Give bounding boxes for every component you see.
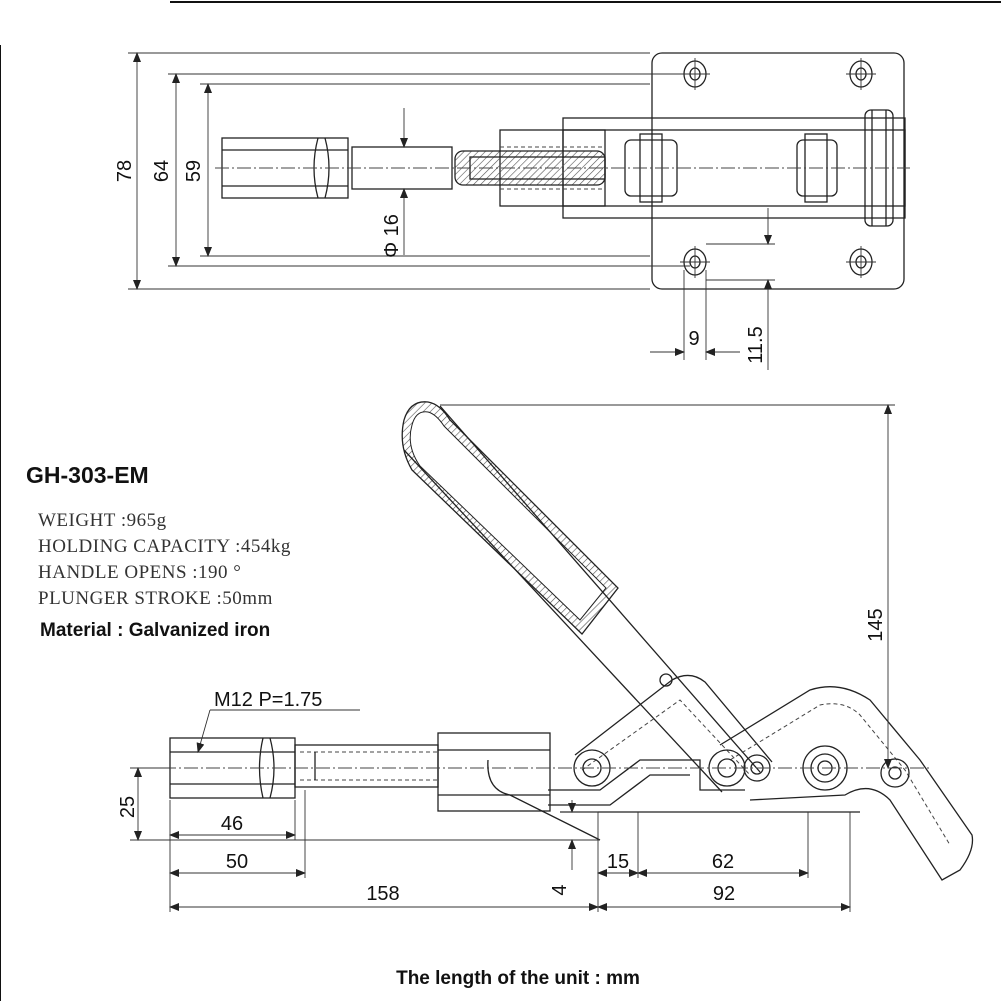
model-title: GH-303-EM — [26, 462, 149, 488]
side-view: M12 P=1.75 145 25 46 50 158 4 15 — [117, 401, 974, 912]
spec-stroke: PLUNGER STROKE :50mm — [38, 588, 273, 609]
dim-25: 25 — [117, 796, 139, 818]
spec-block: GH-303-EM WEIGHT :965g HOLDING CAPACITY … — [26, 462, 291, 641]
dim-46: 46 — [221, 813, 243, 835]
spec-capacity: HOLDING CAPACITY :454kg — [38, 536, 291, 557]
unit-footer: The length of the unit : mm — [396, 968, 640, 989]
dim-50: 50 — [226, 851, 248, 873]
grease-fitting — [659, 673, 673, 687]
dim-145: 145 — [865, 608, 887, 641]
dim-4: 4 — [549, 884, 571, 895]
dim-62: 62 — [712, 851, 734, 873]
arm-link — [574, 674, 773, 763]
top-view: 78 64 59 Φ 16 9 11.5 — [114, 52, 910, 370]
dim-15: 15 — [607, 851, 629, 873]
dim-11-5: 11.5 — [745, 326, 767, 363]
dim-78: 78 — [114, 160, 136, 182]
spec-weight: WEIGHT :965g — [38, 510, 167, 531]
dim-59: 59 — [183, 160, 205, 182]
spec-handle: HANDLE OPENS :190 ° — [38, 562, 241, 583]
lower-arm — [719, 686, 974, 881]
dim-phi-16: Φ 16 — [381, 214, 403, 258]
plunger-shaft-side — [294, 744, 439, 788]
handle — [401, 401, 761, 793]
base-plate — [651, 52, 905, 290]
material-label: Material : Galvanized iron — [40, 620, 270, 641]
dim-64: 64 — [151, 160, 173, 182]
dim-92: 92 — [713, 883, 735, 905]
dim-9: 9 — [688, 328, 699, 350]
dim-158: 158 — [366, 883, 399, 905]
mounting-holes — [680, 58, 876, 278]
thread-label: M12 P=1.75 — [214, 689, 322, 711]
plunger-housing-side — [437, 732, 551, 812]
